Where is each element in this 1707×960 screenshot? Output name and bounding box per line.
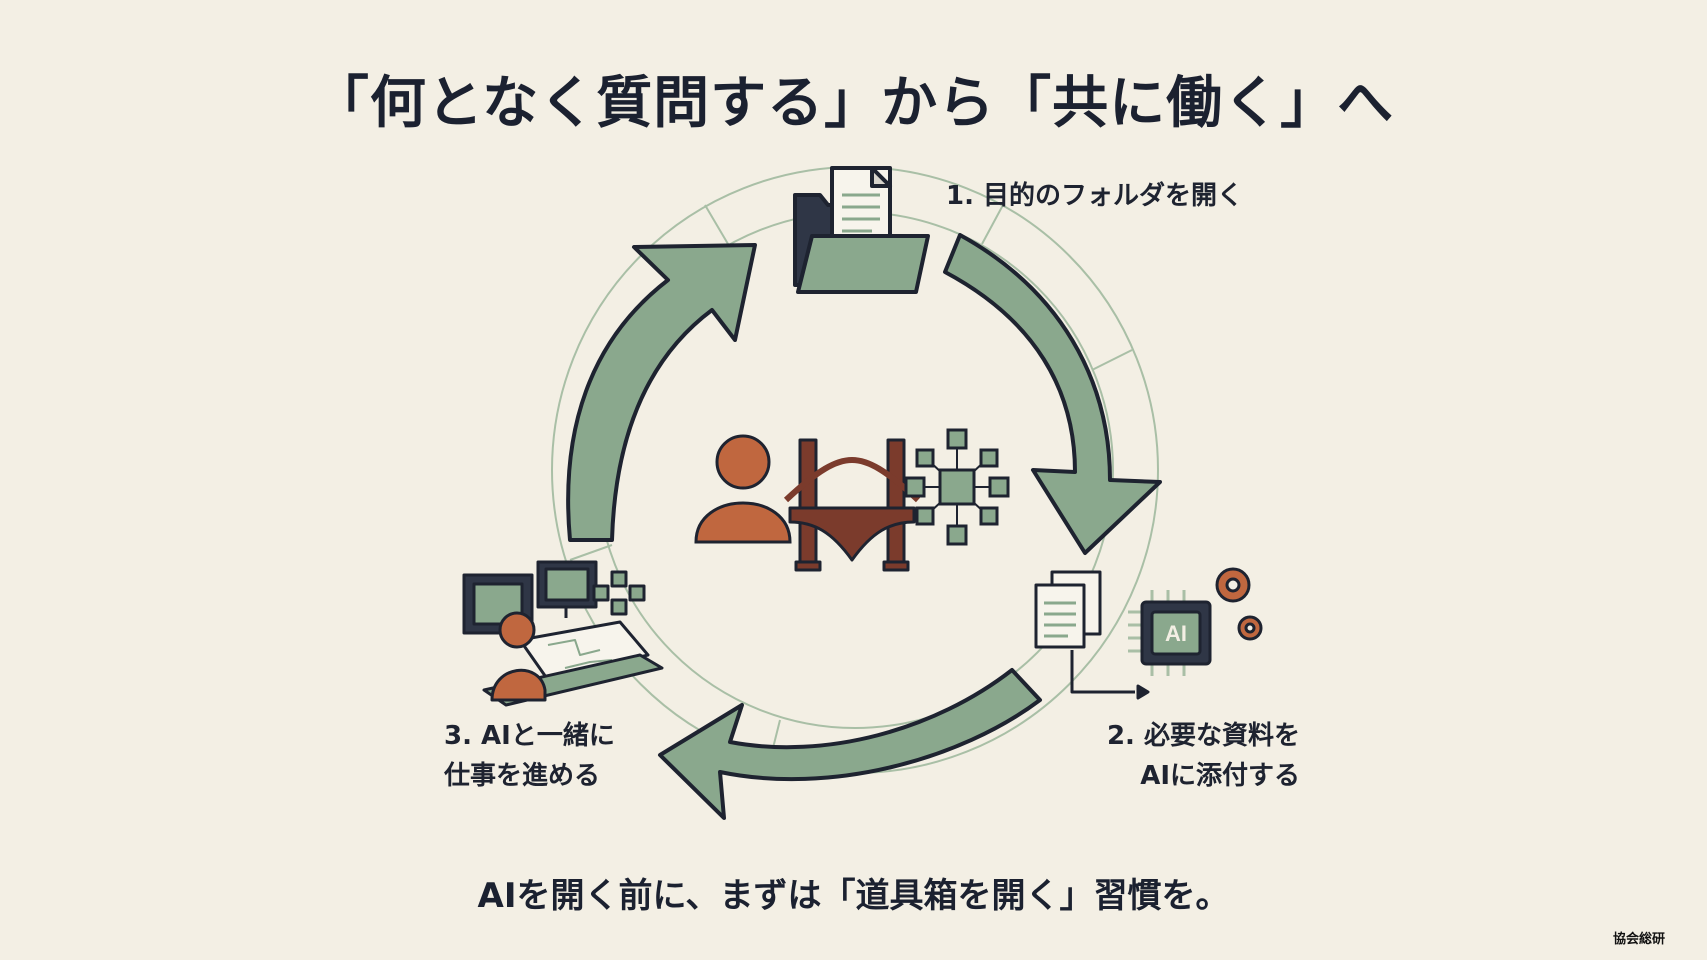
- step-2-label: 2. 必要な資料を AIに添付する: [1080, 716, 1300, 796]
- bridge-icon: [783, 438, 921, 572]
- step-2-label-line2: AIに添付する: [1140, 761, 1300, 791]
- tagline: AIを開く前に、まずは「道具箱を開く」習慣を。: [477, 876, 1230, 916]
- cycle-arrow-3: [566, 243, 757, 542]
- person-icon: [694, 434, 792, 544]
- step-3-label-line2: 仕事を進める: [444, 761, 601, 791]
- page-title: 「何となく質問する」から「共に働く」へ: [312, 71, 1395, 136]
- step-3-label: 3. AIと一緒に 仕事を進める: [444, 716, 615, 796]
- cycle-arrow-2: [658, 668, 1042, 820]
- documents-to-ai-chip-icon: [1034, 567, 1263, 700]
- step-1-label: 1. 目的のフォルダを開く: [946, 181, 1244, 211]
- ai-network-icon: [904, 428, 1010, 546]
- folder-with-documents-icon: [793, 166, 930, 294]
- person-working-with-ai-icon: [462, 560, 664, 707]
- step-2-label-line1: 2. 必要な資料を: [1106, 721, 1300, 751]
- cycle-arrow-1: [943, 233, 1162, 555]
- footer-credit: 協会総研: [1612, 932, 1665, 947]
- step-3-label-line1: 3. AIと一緒に: [444, 721, 615, 751]
- ai-chip-label: AI: [1165, 621, 1187, 646]
